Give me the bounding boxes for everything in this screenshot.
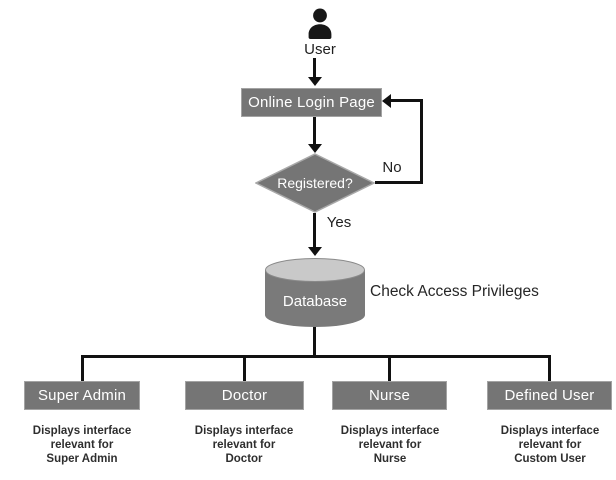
desc-line: Custom User — [514, 453, 586, 465]
no-label: No — [382, 159, 402, 176]
desc-line: relevant for — [212, 439, 276, 451]
arrowhead-into-decision — [308, 144, 322, 153]
user-label: User — [304, 41, 336, 58]
connector-branch-horizontal — [81, 355, 551, 358]
desc-line: Displays interface — [32, 425, 132, 437]
connector-stub-defined-user — [548, 355, 551, 382]
registered-decision-shape — [255, 153, 375, 213]
connector-no-horizontal — [375, 181, 423, 184]
check-access-privileges-label: Check Access Privileges — [370, 283, 539, 300]
arrowhead-into-login-side — [382, 94, 391, 108]
connector-user-to-login — [313, 58, 316, 78]
registered-decision-label: Registered? — [277, 175, 353, 191]
desc-line: relevant for — [50, 439, 114, 451]
role-label-super-admin: Super Admin — [37, 387, 127, 404]
connector-no-return — [391, 99, 423, 102]
role-node-doctor: Doctor — [185, 381, 304, 410]
desc-line: Doctor — [225, 453, 263, 465]
user-icon — [308, 8, 332, 39]
arrowhead-into-login — [308, 77, 322, 86]
desc-line: Displays interface — [194, 425, 294, 437]
role-description-doctor: Displays interface relevant for Doctor — [174, 424, 314, 466]
role-node-super-admin: Super Admin — [24, 381, 140, 410]
role-node-defined-user: Defined User — [487, 381, 612, 410]
desc-line: Super Admin — [46, 453, 118, 465]
connector-stub-doctor — [243, 355, 246, 382]
role-node-nurse: Nurse — [332, 381, 447, 410]
role-label-nurse: Nurse — [368, 387, 410, 404]
database-cylinder — [265, 258, 365, 327]
connector-login-to-decision — [313, 117, 316, 145]
desc-line: relevant for — [358, 439, 422, 451]
role-description-nurse: Displays interface relevant for Nurse — [320, 424, 460, 466]
connector-database-down — [313, 327, 316, 358]
desc-line: Displays interface — [340, 425, 440, 437]
role-label-defined-user: Defined User — [504, 387, 595, 404]
role-description-super-admin: Displays interface relevant for Super Ad… — [12, 424, 152, 466]
desc-line: Nurse — [373, 453, 407, 465]
connector-yes — [313, 213, 316, 247]
desc-line: Displays interface — [500, 425, 600, 437]
connector-no-vertical — [420, 99, 423, 184]
arrowhead-into-database — [308, 247, 322, 256]
online-login-page-label: Online Login Page — [248, 94, 375, 111]
connector-stub-nurse — [388, 355, 391, 382]
desc-line: relevant for — [518, 439, 582, 451]
yes-label: Yes — [326, 214, 352, 231]
database-label: Database — [282, 292, 348, 310]
online-login-page-node: Online Login Page — [241, 88, 382, 117]
role-label-doctor: Doctor — [221, 387, 268, 404]
role-description-defined-user: Displays interface relevant for Custom U… — [480, 424, 616, 466]
connector-stub-super-admin — [81, 355, 84, 382]
